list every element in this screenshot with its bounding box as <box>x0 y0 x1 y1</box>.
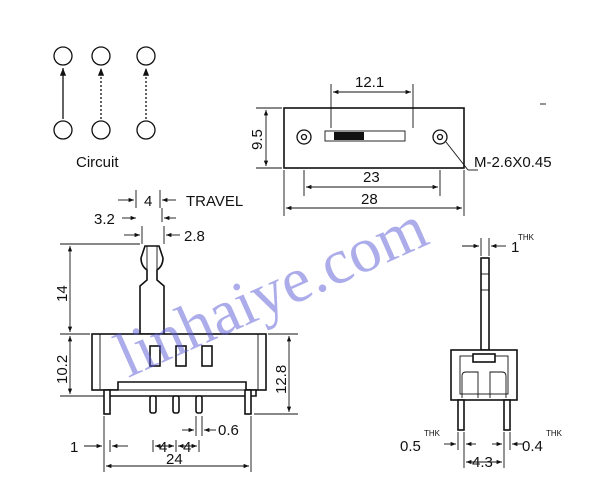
side-pin-right <box>503 399 511 431</box>
dim-travel-label: TRAVEL <box>186 193 243 210</box>
dim-travel-value: 4 <box>144 193 152 210</box>
thk-label-2: THK <box>424 429 441 438</box>
contact-window-3 <box>201 345 213 367</box>
circuit-label: Circuit <box>76 154 119 171</box>
mount-hole-right-inner <box>436 133 444 141</box>
dim-24: 24 <box>166 451 183 468</box>
dim-12-8: 12.8 <box>273 365 290 394</box>
circuit-terminal-1-top <box>53 46 73 66</box>
circuit-diagram: Circuit <box>53 46 156 171</box>
mount-hole-right <box>432 129 448 145</box>
dim-23: 23 <box>363 169 380 186</box>
circuit-terminal-2-top <box>91 46 111 66</box>
top-view: 12.1 9.5 M-2.6X0.45 23 28 <box>249 74 552 216</box>
leader-mount <box>445 141 469 171</box>
dim-28: 28 <box>361 191 378 208</box>
dim-2-8: 2.8 <box>184 228 205 245</box>
actuator-slot <box>324 130 406 142</box>
pin-3 <box>195 395 203 414</box>
mount-hole-left-inner <box>300 133 308 141</box>
contact-window-2 <box>175 345 187 367</box>
dim-3-2: 3.2 <box>94 211 115 228</box>
dim-4-a: 4 <box>159 439 167 456</box>
dim-0-6: 0.6 <box>218 422 239 439</box>
dim-14: 14 <box>54 285 71 302</box>
pin-2 <box>172 395 180 414</box>
mount-leg-right <box>244 389 252 415</box>
front-view: 4 TRAVEL 3.2 2.8 14 10.2 12.8 0.6 <box>54 190 298 472</box>
top-view-body <box>283 107 465 169</box>
dim-thk-1: 1 <box>511 239 519 256</box>
circuit-terminal-2-bottom <box>91 120 111 140</box>
mount-hole-left <box>296 129 312 145</box>
dim-mount-holes: M-2.6X0.45 <box>474 154 552 171</box>
dim-thk-0-4: 0.4 <box>522 438 543 455</box>
thk-label-3: THK <box>546 429 563 438</box>
contact-window-1 <box>149 345 161 367</box>
dim-12-1: 12.1 <box>355 74 384 91</box>
circuit-terminal-3-top <box>136 46 156 66</box>
dim-4-3: 4.3 <box>472 454 493 471</box>
thk-label-1: THK <box>518 233 535 242</box>
side-slider <box>472 353 496 363</box>
dim-4-b: 4 <box>183 439 191 456</box>
actuator-knob-top <box>334 132 364 140</box>
side-contact-left <box>461 371 479 398</box>
side-view: 1 THK 0.5 THK 0.4 THK 4.3 <box>400 233 563 471</box>
pin-1 <box>149 395 157 414</box>
side-lever <box>480 257 490 351</box>
mount-leg-left <box>103 389 111 415</box>
dim-9-5: 9.5 <box>249 129 266 150</box>
dim-1: 1 <box>70 439 78 456</box>
side-contact-right <box>489 371 507 398</box>
circuit-terminal-1-bottom <box>53 120 73 140</box>
circuit-terminal-3-bottom <box>136 120 156 140</box>
dim-thk-0-5: 0.5 <box>400 438 421 455</box>
side-pin-left <box>457 399 465 431</box>
dim-10-2: 10.2 <box>54 355 71 384</box>
